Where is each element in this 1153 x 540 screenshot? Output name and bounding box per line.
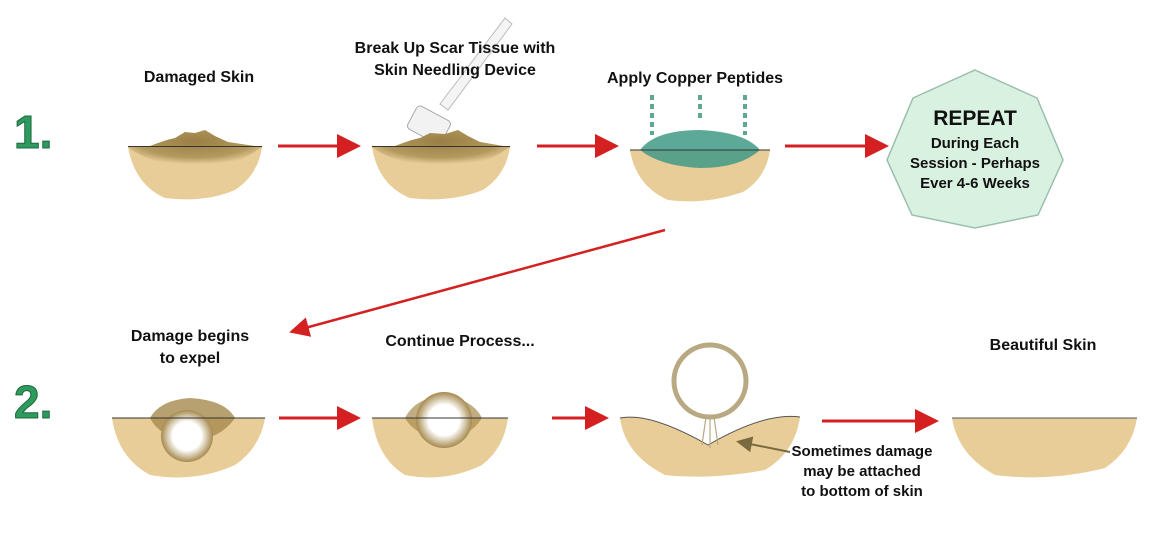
label-expel-line1: Damage begins bbox=[131, 328, 249, 345]
note-line2: may be attached bbox=[803, 463, 921, 480]
needling-roller-icon bbox=[407, 17, 513, 145]
peptide-drops-icon bbox=[650, 95, 747, 135]
repeat-line3: Ever 4-6 Weeks bbox=[920, 175, 1030, 192]
skin-copper-peptide-bowl bbox=[630, 130, 770, 202]
label-beautiful-skin: Beautiful Skin bbox=[990, 337, 1097, 354]
label-needling-line2: Skin Needling Device bbox=[374, 62, 536, 79]
repeat-line1: During Each bbox=[931, 135, 1019, 152]
label-needling-line1: Break Up Scar Tissue with bbox=[355, 40, 556, 57]
label-damaged-skin: Damaged Skin bbox=[144, 69, 254, 86]
step-number-2: 2. bbox=[14, 376, 52, 428]
repeat-badge: REPEAT During Each Session - Perhaps Eve… bbox=[886, 69, 1064, 229]
label-copper-peptides: Apply Copper Peptides bbox=[607, 70, 783, 87]
arrow-to-row2 bbox=[289, 228, 666, 337]
annotation-pointer-arrow bbox=[736, 436, 791, 453]
label-expel-line2: to expel bbox=[160, 350, 220, 367]
note-line3: to bottom of skin bbox=[801, 483, 923, 500]
skin-expelled-bowl bbox=[619, 342, 801, 477]
note-line1: Sometimes damage bbox=[792, 443, 933, 460]
step-number-1: 1. bbox=[14, 106, 52, 158]
skin-needling-bowl bbox=[372, 130, 510, 200]
skin-damaged-bowl bbox=[128, 130, 262, 200]
label-continue: Continue Process... bbox=[385, 333, 534, 350]
repeat-line2: Session - Perhaps bbox=[910, 155, 1040, 172]
skin-expel-bowl bbox=[112, 398, 265, 478]
repeat-title: REPEAT bbox=[933, 107, 1017, 130]
skin-healthy-bowl bbox=[952, 417, 1137, 478]
skin-continue-bowl bbox=[372, 392, 508, 478]
